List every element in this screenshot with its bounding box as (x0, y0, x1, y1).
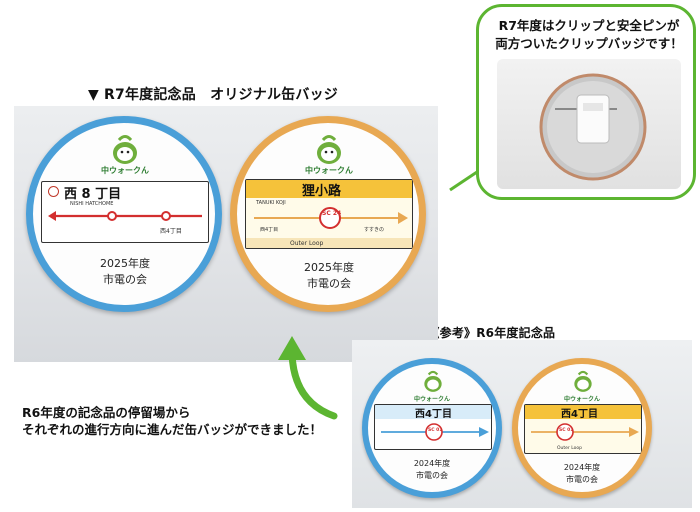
route-line-icon (48, 211, 202, 221)
caption-line2: それぞれの進行方向に進んだ缶バッジができました！ (22, 422, 323, 437)
stop-romaji: NISHI HATCHOME (70, 201, 114, 207)
stop-sign-panel: 西4丁目 SC 01 (374, 404, 492, 450)
bubble-text: R7年度はクリップと安全ピンが 両方ついたクリップバッジです！ (489, 17, 689, 53)
r7-orange-badge: 中ウォークん 狸小路 TANUKI KOJI SC 24 西4丁目 すすきの O… (230, 116, 426, 312)
clip-back-photo (497, 59, 681, 189)
mascot-name: 中ウォークん (413, 396, 450, 403)
stop-code: SC 24 (322, 210, 342, 217)
loop-label: Outer Loop (290, 240, 324, 247)
r6-blue-badge: 中ウォークん 西4丁目 SC 01 2024年度 市電の会 (362, 358, 502, 498)
bubble-text-line1: R7年度はクリップと安全ピンが (498, 18, 680, 33)
reference-heading: ▼《参考》R6年度記念品 (418, 326, 556, 340)
r7-blue-badge: 中ウォークん 西 8 丁目 NISHI HATCHOME 西4丁目 2025年度… (26, 116, 222, 312)
clip-pin-icon (539, 73, 647, 181)
stop-name: 西4丁目 (415, 409, 452, 420)
route-line-icon (254, 207, 408, 229)
r6-orange-badge: 中ウォークん 西4丁目 SC 01 Outer Loop 2024年度 市電の会 (512, 358, 652, 498)
stop-name: 西4丁目 (561, 409, 598, 420)
stop-code: SC 01 (428, 428, 443, 433)
mascot-name: 中ウォークん (305, 166, 353, 175)
caption-line1: R6年度の記念品の停留場から (22, 405, 191, 420)
mascot-name: 中ウォークん (563, 396, 600, 403)
mascot-icon (424, 370, 442, 392)
stop-name: 狸小路 (302, 184, 342, 199)
org-text: 市電の会 (103, 273, 147, 286)
year-text: 2024年度 (413, 459, 451, 468)
stop-code: SC 01 (559, 428, 574, 433)
year-text: 2025年度 (304, 261, 354, 274)
org-text: 市電の会 (566, 475, 598, 484)
mascot-icon (113, 135, 137, 164)
next-stop: すすきの (364, 227, 385, 233)
green-curved-arrow (278, 336, 338, 420)
route-line-icon (531, 423, 639, 441)
bubble-text-line2: 両方ついたクリップバッジです！ (495, 36, 683, 51)
org-text: 市電の会 (307, 277, 351, 290)
main-heading: ▼ R7年度記念品 オリジナル缶バッジ (88, 87, 338, 103)
year-text: 2025年度 (100, 257, 150, 270)
stop-sign-panel: 西 8 丁目 NISHI HATCHOME 西4丁目 (41, 181, 209, 243)
prev-stop: 西4丁目 (260, 227, 279, 233)
mascot-icon (317, 135, 341, 164)
mascot-icon (574, 370, 592, 392)
year-text: 2024年度 (563, 463, 601, 472)
bubble-tail (449, 168, 481, 192)
loop-label: Outer Loop (557, 446, 582, 451)
next-stop: 西4丁目 (160, 228, 182, 235)
route-line-icon (381, 423, 489, 441)
org-text: 市電の会 (416, 471, 448, 480)
r7-badges-photo: 中ウォークん 西 8 丁目 NISHI HATCHOME 西4丁目 2025年度… (14, 106, 438, 362)
r6-badges-photo: 中ウォークん 西4丁目 SC 01 2024年度 市電の会 中ウォークん 西4丁… (352, 340, 692, 508)
mascot-name: 中ウォークん (101, 166, 149, 175)
stop-sign-panel: 狸小路 TANUKI KOJI SC 24 西4丁目 すすきの Outer Lo… (245, 179, 413, 249)
caption: R6年度の記念品の停留場から それぞれの進行方向に進んだ缶バッジができました！ (22, 404, 322, 438)
stop-sign-panel: 西4丁目 SC 01 Outer Loop (524, 404, 642, 454)
stop-name: 西 8 丁目 (64, 187, 122, 202)
stop-romaji: TANUKI KOJI (256, 200, 286, 206)
clip-badge-bubble: R7年度はクリップと安全ピンが 両方ついたクリップバッジです！ (476, 4, 696, 200)
